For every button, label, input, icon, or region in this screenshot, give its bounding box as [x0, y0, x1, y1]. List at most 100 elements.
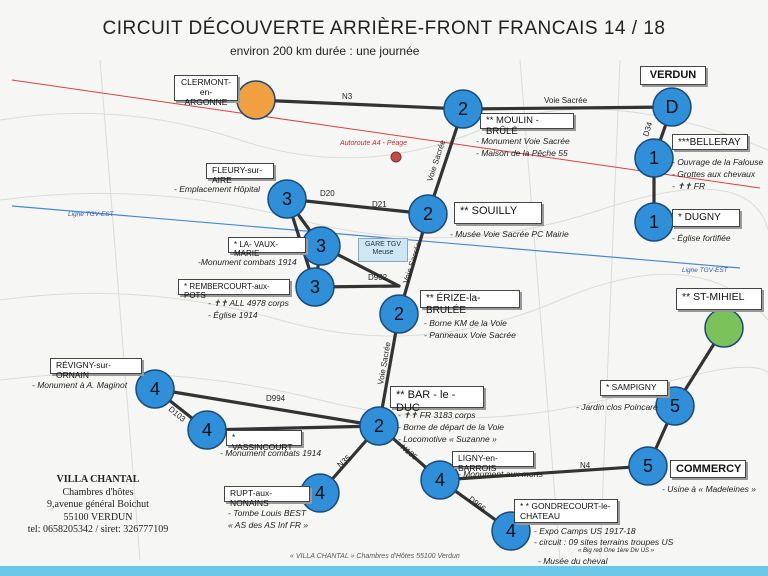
- label-vaux[interactable]: * LA- VAUX-MARIE: [228, 237, 306, 258]
- road-label-n4: N4: [580, 461, 591, 470]
- svg-text:5: 5: [643, 456, 653, 476]
- node-belleray[interactable]: 1: [634, 138, 674, 178]
- label-vassincourt[interactable]: * VASSINCOURT: [226, 430, 302, 452]
- tgv-line: [11, 205, 741, 269]
- note-fleury-1: - Emplacement Hôpital: [174, 184, 260, 194]
- label-clermont[interactable]: CLERMONT-en-ARGONNE: [174, 75, 238, 106]
- node-rembercourt[interactable]: 3: [295, 267, 335, 307]
- node-dugny[interactable]: 1: [634, 202, 674, 242]
- road-label-voie-sacree-top: Voie Sacrée: [544, 96, 588, 105]
- note-moulin-2: - Maison de la Pêche 55: [476, 148, 568, 158]
- node-vassincourt[interactable]: 4: [187, 410, 227, 450]
- gare-line2: Meuse: [372, 249, 394, 257]
- node-fleury[interactable]: 3: [267, 179, 307, 219]
- node-ligny[interactable]: 4: [420, 460, 460, 500]
- note-sampigny-1: - Jardin clos Poincaré: [576, 402, 658, 412]
- note-rupt-1: - Tombe Louis BEST: [228, 508, 307, 518]
- svg-text:4: 4: [315, 483, 325, 503]
- label-gondrecourt[interactable]: * * GONDRECOURT-le-CHATEAU: [514, 499, 618, 523]
- note-gondrecourt-3: « Big red One 1ère Div US »: [578, 548, 655, 554]
- label-bar-le-duc[interactable]: ** BAR - le - DUC: [390, 386, 484, 414]
- note-bar-1: - ✝✝ FR 3183 corps: [398, 410, 476, 420]
- road-d21: [285, 197, 430, 216]
- label-moulin[interactable]: ** MOULIN - BRÛLÉ: [480, 113, 574, 137]
- villa-line4: tel: 0658205342 / siret: 326777109: [27, 524, 169, 535]
- note-rembercourt-2: - Église 1914: [208, 310, 258, 320]
- node-vaux-marie[interactable]: 3: [301, 226, 341, 266]
- node-sampigny[interactable]: 5: [655, 386, 695, 426]
- note-gondrecourt-2: - circuit : 09 sites terrains troupes US: [534, 537, 674, 547]
- note-vaux-1: -Monument combats 1914: [198, 257, 297, 267]
- footer-text: « VILLA CHANTAL » Chambres d'Hôtes 55100…: [290, 553, 460, 560]
- label-st-mihiel[interactable]: ** ST-MIHIEL: [676, 288, 762, 310]
- road-label-n35: N35: [336, 453, 353, 470]
- label-revigny[interactable]: RÉVIGNY-sur-ORNAIN: [50, 358, 142, 380]
- node-clermont[interactable]: [236, 80, 276, 120]
- label-commercy[interactable]: COMMERCY: [670, 460, 746, 478]
- svg-text:2: 2: [423, 204, 433, 224]
- road-label-d20: D20: [320, 189, 335, 198]
- label-verdun[interactable]: VERDUN: [640, 66, 706, 85]
- node-verdun[interactable]: D: [652, 87, 692, 127]
- node-rupt[interactable]: 4: [300, 473, 340, 513]
- label-erize[interactable]: ** ÉRIZE-la-BRULÉE: [420, 290, 520, 316]
- svg-text:2: 2: [458, 99, 468, 119]
- node-erize[interactable]: 2: [379, 294, 419, 334]
- svg-text:4: 4: [506, 521, 516, 541]
- note-commercy-1: - Usine à « Madeleines »: [662, 484, 757, 494]
- peage-marker: [390, 151, 402, 163]
- label-fleury[interactable]: FLEURY-sur-AIRE: [206, 163, 274, 185]
- svg-text:D: D: [666, 97, 679, 117]
- road-n4: [438, 464, 650, 482]
- villa-line2: 9,avenue général Boichut: [47, 499, 149, 510]
- note-rembercourt-1: - ✝✝ ALL 4978 corps: [208, 298, 289, 308]
- svg-text:3: 3: [282, 189, 292, 209]
- road-voie-sacree-top: [461, 105, 674, 111]
- label-rupt[interactable]: RUPT-aux-NONAINS: [224, 486, 310, 508]
- node-souilly[interactable]: 2: [408, 194, 448, 234]
- node-commercy[interactable]: 5: [628, 446, 668, 486]
- road-vassincourt-bar: [205, 424, 381, 432]
- note-gondrecourt-1: - Expo Camps US 1917-18: [534, 526, 636, 536]
- tgv-label-right: Ligne TGV-EST: [682, 267, 729, 274]
- svg-text:4: 4: [150, 379, 160, 399]
- note-bar-2: - Borne de départ de la Voie: [398, 422, 505, 432]
- note-moulin-1: - Monument Voie Sacrée: [476, 136, 570, 146]
- label-souilly[interactable]: ** SOUILLY: [454, 202, 542, 224]
- label-sampigny[interactable]: * SAMPIGNY: [600, 380, 668, 396]
- svg-text:4: 4: [435, 470, 445, 490]
- road-label-n3: N3: [342, 92, 353, 101]
- label-dugny[interactable]: * DUGNY: [672, 209, 740, 227]
- node-bar-le-duc[interactable]: 2: [359, 406, 399, 446]
- node-revigny[interactable]: 4: [135, 369, 175, 409]
- note-souilly-1: - Musée Voie Sacrée PC Mairie: [450, 229, 569, 239]
- svg-text:3: 3: [316, 236, 326, 256]
- label-rembercourt[interactable]: * REMBERCOURT-aux-POTS: [178, 279, 290, 300]
- label-belleray[interactable]: ***BELLERAY: [672, 134, 748, 150]
- road-d994: [153, 387, 381, 428]
- page-subtitle: environ 200 km durée : une journée: [230, 44, 420, 58]
- villa-line1: Chambres d'hôtes: [62, 486, 134, 498]
- tgv-label-left: Ligne TGV-EST: [68, 211, 115, 218]
- svg-text:2: 2: [394, 304, 404, 324]
- autoroute-label: Autoroute A4 - Péage: [339, 140, 407, 147]
- label-ligny[interactable]: LIGNY-en-BARROIS: [452, 451, 534, 473]
- road-label-d34: D34: [641, 120, 654, 137]
- node-moulin-brule[interactable]: 2: [443, 89, 483, 129]
- svg-text:1: 1: [649, 212, 659, 232]
- gare-line1: GARE TGV: [364, 241, 402, 248]
- note-belleray-3: - ✝✝ FR: [672, 181, 706, 191]
- svg-text:2: 2: [374, 416, 384, 436]
- svg-text:4: 4: [202, 420, 212, 440]
- road-label-d902: D902: [368, 273, 388, 282]
- road-label-d994: D994: [266, 394, 286, 403]
- road-label-d21: D21: [372, 200, 387, 209]
- note-gondrecourt-4: - Musée du cheval: [538, 556, 608, 566]
- svg-text:1: 1: [649, 148, 659, 168]
- road-label-voie-sacree-mid: Voie Sacrée: [425, 138, 447, 182]
- note-bar-3: - Locomotive « Suzanne »: [398, 434, 497, 444]
- villa-line3: 55100 VERDUN: [63, 511, 133, 523]
- villa-chantal-block: VILLA CHANTAL Chambres d'hôtes 9,avenue …: [8, 474, 188, 537]
- node-st-mihiel[interactable]: [704, 308, 744, 348]
